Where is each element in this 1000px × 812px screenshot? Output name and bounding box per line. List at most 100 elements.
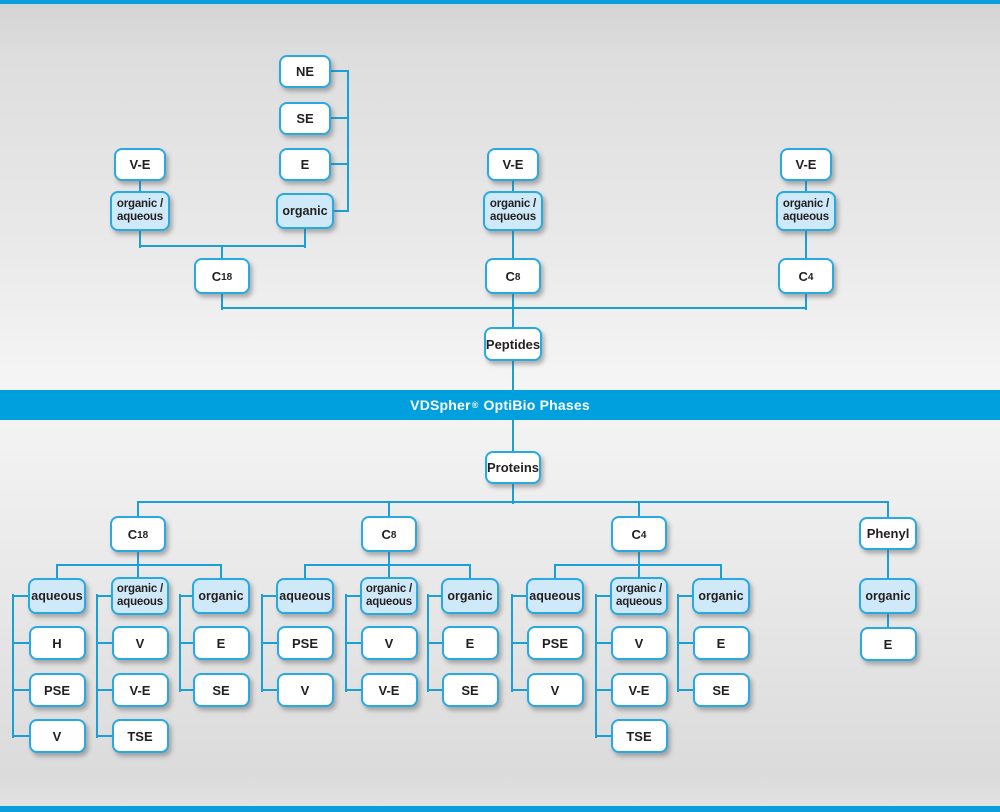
node-c18-aqueous: aqueous [28, 578, 86, 614]
node-label-subscript: 18 [137, 529, 149, 541]
connector-line [595, 642, 612, 644]
connector-line [139, 179, 141, 193]
node-label: V [550, 682, 560, 698]
node-label: V-E [795, 156, 817, 172]
connector-line [304, 564, 306, 580]
node-c4-oa-tse: TSE [610, 719, 668, 753]
node-label-line: aqueous [117, 596, 163, 608]
node-label: organic [282, 203, 328, 218]
node-label: SE [712, 682, 730, 698]
connector-line [638, 501, 640, 518]
connector-line [179, 642, 194, 644]
node-c8-oa-ve: V-E [360, 673, 418, 707]
node-label: V-E [129, 156, 151, 172]
node-label: V [634, 635, 644, 651]
node-label-line: organic / [365, 583, 413, 595]
connector-line [512, 179, 514, 193]
connector-line [137, 501, 139, 518]
connector-line [12, 595, 30, 597]
connector-line [96, 594, 98, 738]
node-label: TSE [127, 728, 153, 744]
connector-line [677, 595, 694, 597]
node-c4-aq-v: V [526, 673, 584, 707]
connector-line [221, 293, 223, 310]
connector-line [427, 642, 443, 644]
connector-line [512, 307, 514, 329]
node-label-line: organic / [782, 198, 830, 210]
connector-line [512, 230, 514, 260]
node-label-line: aqueous [490, 211, 536, 223]
node-c4-oa-v: V [610, 626, 668, 660]
node-peptide-ve-c18: V-E [114, 147, 166, 181]
node-label-line: organic / [116, 583, 164, 595]
connector-line [12, 689, 30, 691]
node-c18-aq-v: V [28, 719, 86, 753]
node-c18-oa-tse: TSE [111, 719, 169, 753]
connector-line [805, 230, 807, 260]
connector-line [512, 293, 514, 310]
connector-line [345, 595, 362, 597]
connector-line [595, 594, 597, 738]
connector-line [139, 230, 141, 248]
node-label: organic [447, 588, 493, 603]
connector-line [595, 595, 612, 597]
connector-line [388, 501, 390, 518]
node-label: organic [865, 588, 911, 603]
connector-line [427, 689, 443, 691]
node-label: E [883, 636, 893, 652]
node-peptide-e: E [279, 147, 331, 181]
connector-line [887, 501, 889, 518]
connector-line [595, 689, 612, 691]
node-label: aqueous [31, 588, 83, 603]
node-label: TSE [626, 728, 652, 744]
node-c8-aq-v: V [276, 673, 334, 707]
node-c18-aq-h: H [28, 626, 86, 660]
node-label: aqueous [529, 588, 581, 603]
node-c8-oa-v: V [360, 626, 418, 660]
connector-line [221, 307, 807, 309]
node-c18-oa-v: V [111, 626, 169, 660]
connector-line [720, 564, 722, 580]
node-label-line: aqueous [616, 596, 662, 608]
node-c4-aqueous: aqueous [526, 578, 584, 614]
node-label-line: aqueous [783, 211, 829, 223]
connector-line [12, 735, 30, 737]
node-label-line: organic / [489, 198, 537, 210]
connector-line [96, 735, 113, 737]
node-label: Peptides [485, 336, 541, 352]
node-c18-org-se: SE [192, 673, 250, 707]
connector-line [554, 564, 556, 580]
connector-line [330, 117, 349, 119]
node-label: V [135, 635, 145, 651]
connector-line [221, 245, 223, 260]
node-c8-aqueous: aqueous [276, 578, 334, 614]
connector-line [511, 642, 528, 644]
connector-line [512, 360, 514, 392]
node-label: PSE [541, 635, 568, 651]
node-c4-oa-ve: V-E [610, 673, 668, 707]
node-c18-aq-pse: PSE [28, 673, 86, 707]
connector-line [347, 70, 349, 212]
node-label: V-E [628, 682, 650, 698]
connector-line [56, 564, 58, 580]
node-label: E [716, 635, 726, 651]
node-c8-org-se: SE [441, 673, 499, 707]
node-c4-org-e: E [692, 626, 750, 660]
node-label: E [465, 635, 475, 651]
node-label: organic [698, 588, 744, 603]
node-label: V [300, 682, 310, 698]
node-c18-organic: organic [192, 578, 250, 614]
node-peptide-orgaq-c4: organic /aqueous [776, 191, 836, 231]
node-label-subscript: 8 [514, 271, 521, 283]
connector-line [595, 735, 612, 737]
node-label-line: organic / [116, 198, 164, 210]
